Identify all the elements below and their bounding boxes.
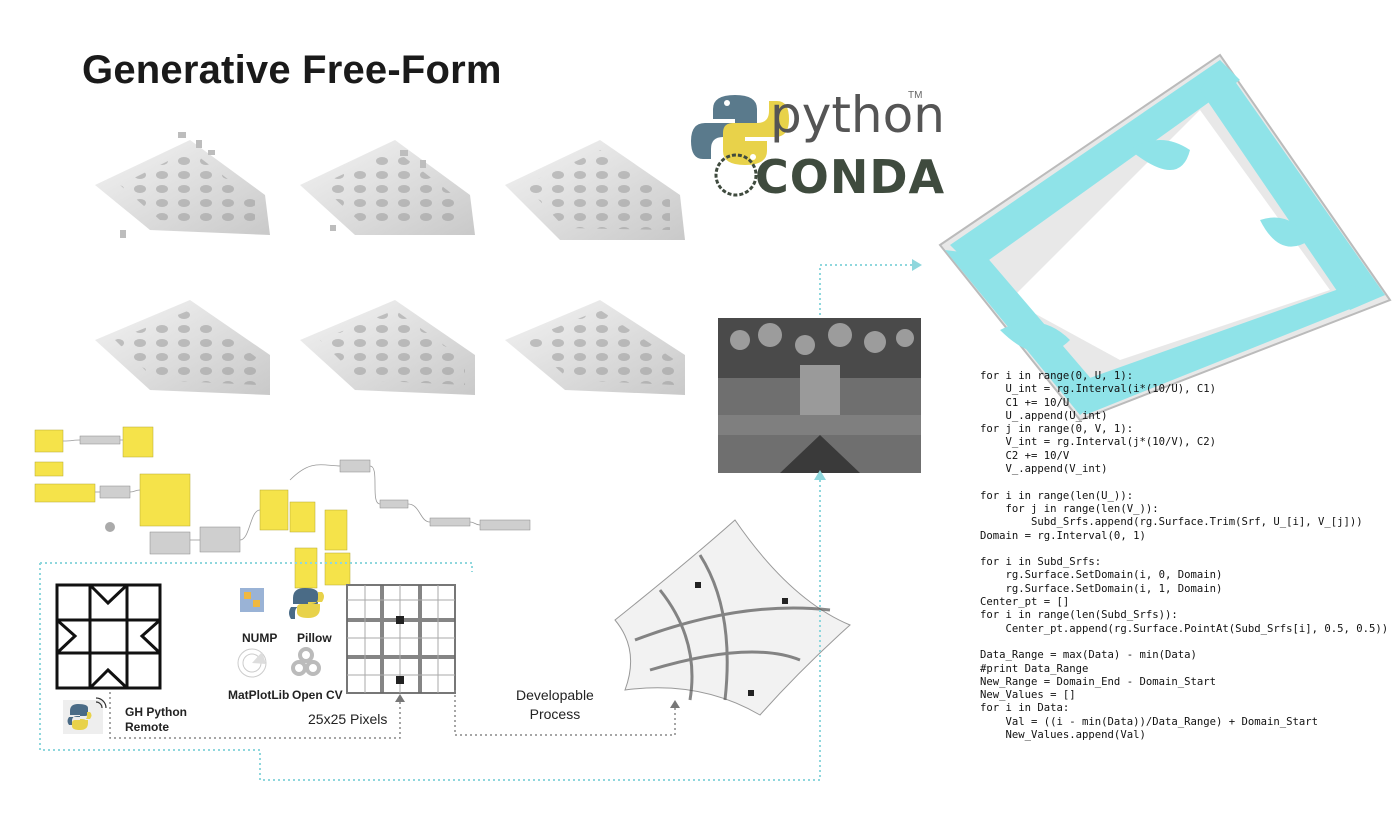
cyan-flow-lines [39, 264, 912, 781]
gh-python-remote-icon [63, 697, 107, 734]
gray-arrowheads [395, 694, 680, 708]
library-label-matplotlib: MatPlotLib [228, 688, 290, 702]
islamic-pattern-panel [55, 583, 162, 690]
shell-render-grid [95, 132, 685, 395]
shell-render-5 [300, 300, 475, 395]
matplotlib-radar-icon [237, 648, 267, 678]
opencv-rings-icon [291, 647, 321, 676]
python-logo-icon [691, 95, 789, 165]
python-wordmark: python [770, 86, 945, 144]
pillow-python-icon [289, 588, 324, 619]
developable-process-label: Developable Process [516, 687, 594, 722]
conda-wordmark: CONDA [755, 150, 946, 204]
gh-python-remote-label: GH Python Remote [125, 705, 187, 734]
gray-flow-lines [109, 690, 676, 739]
python-trademark: TM [908, 90, 923, 101]
conda-logo-icon [714, 153, 758, 197]
developable-surface [614, 519, 851, 716]
library-label-pillow: Pillow [297, 631, 332, 645]
cyan-arrowheads [814, 259, 922, 480]
pixel-grid-panel [346, 584, 456, 694]
shell-render-3 [505, 140, 685, 240]
python-code-block: for i in range(0, U, 1): U_int = rg.Inte… [980, 370, 1389, 742]
library-label-opencv: Open CV [292, 688, 343, 702]
pixels-label: 25x25 Pixels [308, 711, 388, 727]
shell-render-6 [505, 300, 685, 395]
numpy-cube-icon [240, 588, 264, 612]
cyan-tensile-structure [938, 53, 1392, 422]
shell-render-1 [95, 132, 270, 238]
page-title: Generative Free-Form [82, 48, 502, 92]
grasshopper-node-graph [34, 426, 531, 589]
library-label-numpy: NUMP [242, 631, 278, 645]
shell-render-4 [95, 300, 270, 395]
mosque-ceiling-photo [718, 318, 921, 473]
shell-render-2 [300, 140, 475, 235]
